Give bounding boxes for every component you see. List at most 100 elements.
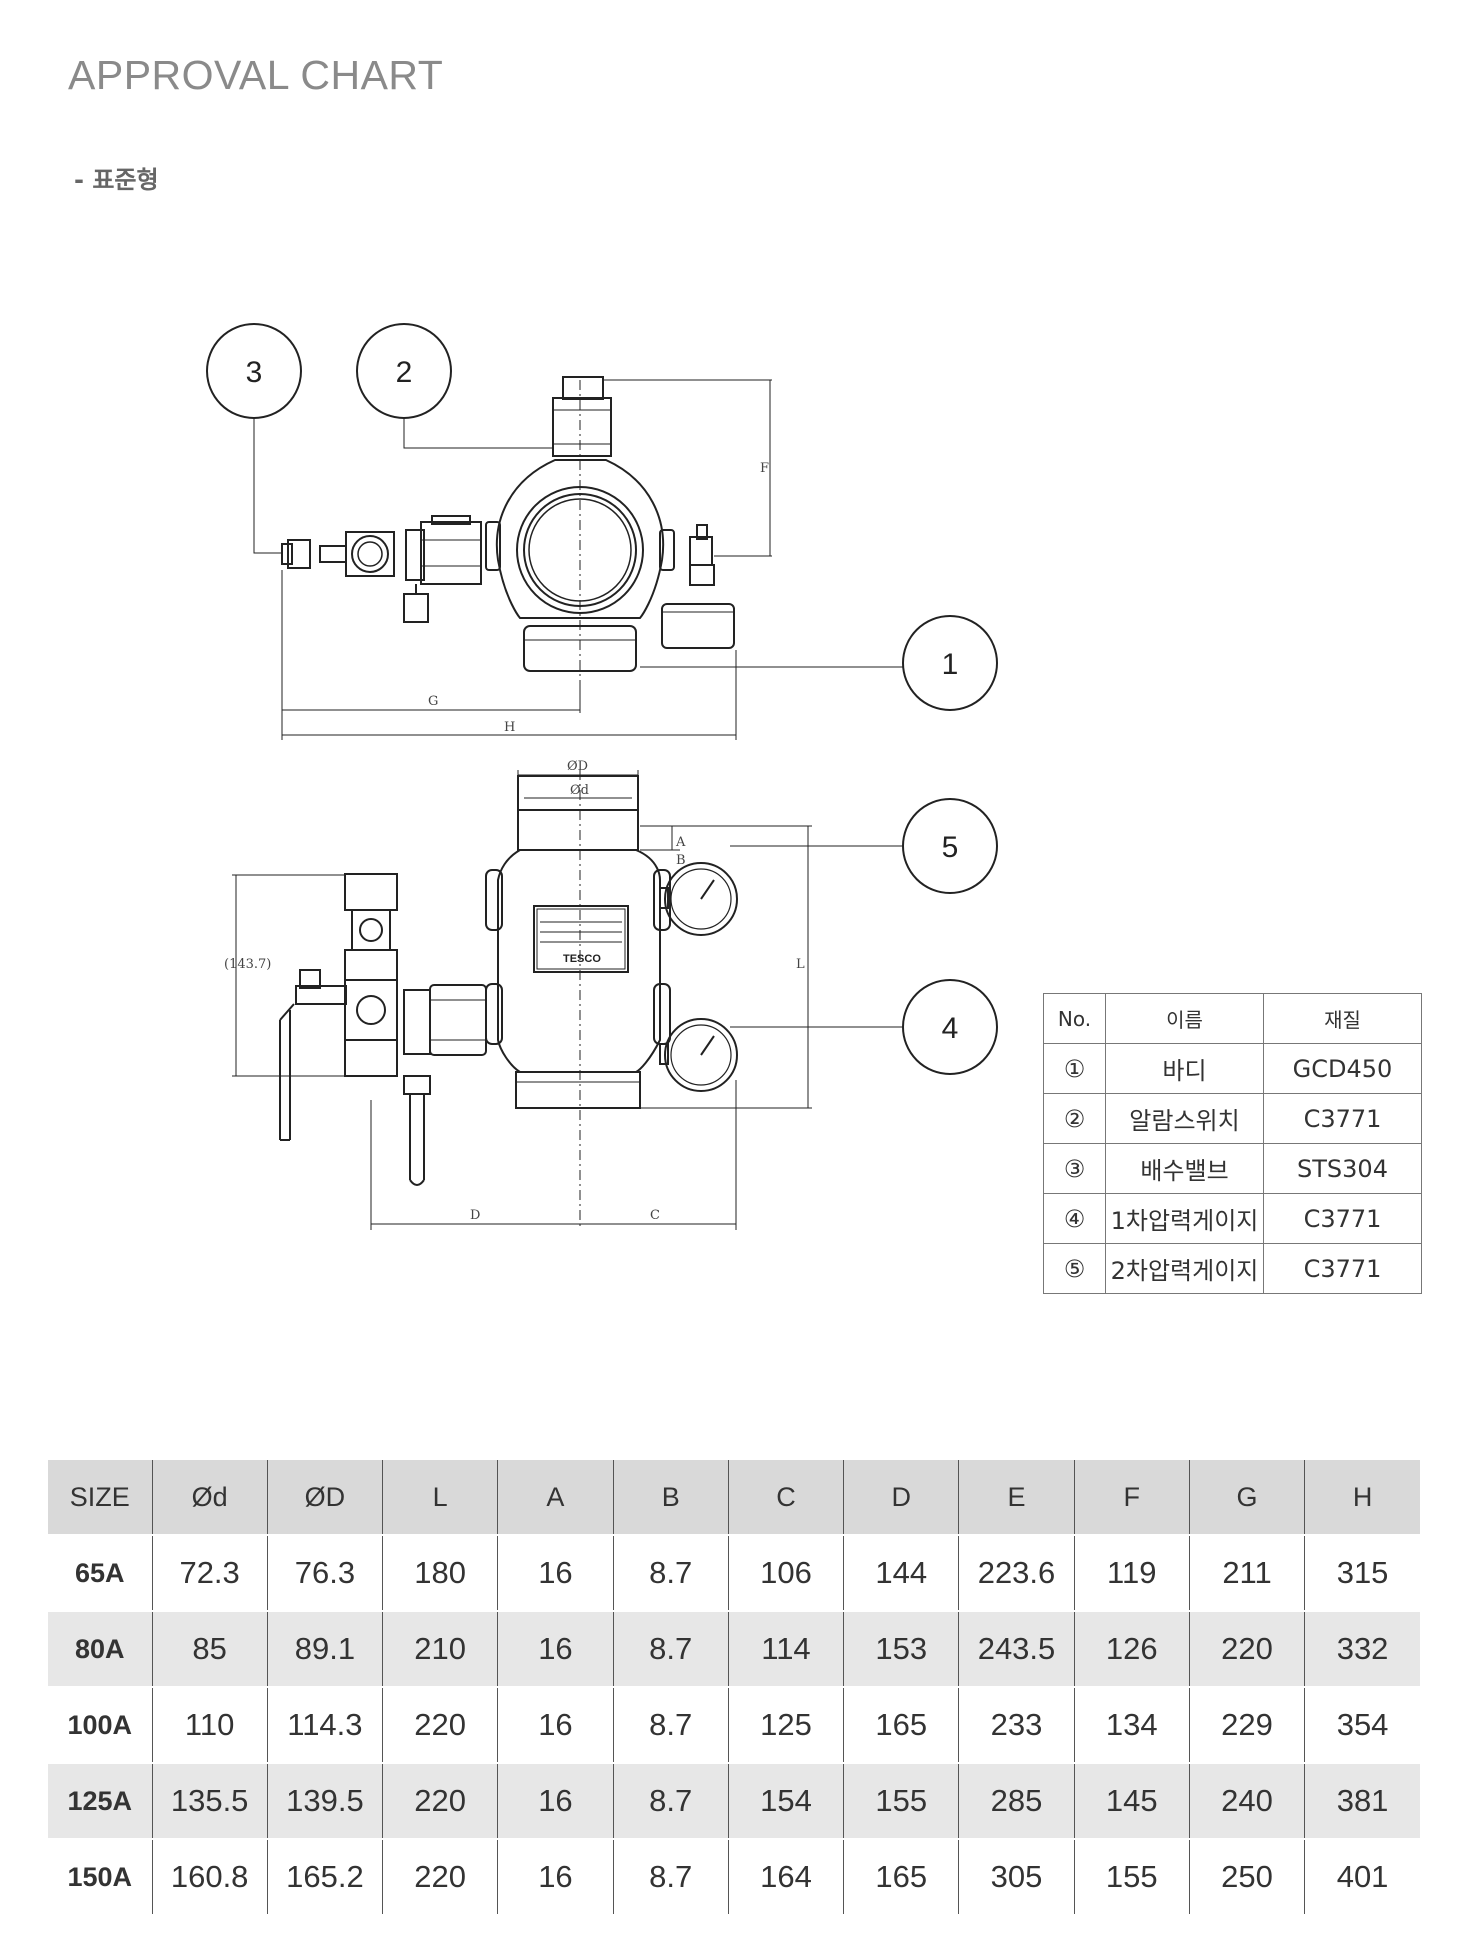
size-cell: 144 [843, 1535, 959, 1612]
size-cell: 155 [1073, 1839, 1190, 1916]
size-cell-size: 150A [48, 1839, 152, 1916]
material-row: ④ 1차압력게이지 C3771 [1043, 1193, 1422, 1244]
callouts [206, 323, 998, 1075]
front-view-dimensions [232, 770, 812, 1230]
size-cell: 285 [958, 1763, 1075, 1840]
material-name: 2차압력게이지 [1105, 1243, 1264, 1294]
size-header-c: C [727, 1460, 844, 1536]
size-cell: 220 [382, 1763, 498, 1840]
material-name: 1차압력게이지 [1105, 1193, 1264, 1244]
material-value: STS304 [1263, 1143, 1422, 1194]
material-value: C3771 [1263, 1093, 1422, 1144]
size-cell: 381 [1304, 1763, 1420, 1840]
size-cell: 125 [727, 1687, 844, 1764]
size-cell: 401 [1304, 1839, 1420, 1916]
page-title: APPROVAL CHART [68, 52, 444, 98]
size-cell: 8.7 [612, 1839, 729, 1916]
size-cell: 145 [1073, 1763, 1190, 1840]
dim-label-c: C [650, 1208, 660, 1223]
material-header-material: 재질 [1263, 993, 1422, 1044]
dim-label-b: B [676, 853, 686, 868]
size-cell: 164 [727, 1839, 844, 1916]
size-cell: 126 [1073, 1611, 1190, 1688]
size-cell: 8.7 [612, 1611, 729, 1688]
material-name: 바디 [1105, 1043, 1264, 1094]
size-cell-size: 125A [48, 1763, 152, 1840]
size-cell: 153 [843, 1611, 959, 1688]
size-cell: 315 [1304, 1535, 1420, 1612]
size-cell: 72.3 [151, 1535, 268, 1612]
dim-label-od-inner: Ød [570, 783, 589, 798]
size-cell: 220 [1188, 1611, 1305, 1688]
size-cell: 134 [1073, 1687, 1190, 1764]
size-cell: 155 [843, 1763, 959, 1840]
size-cell: 332 [1304, 1611, 1420, 1688]
material-no: ④ [1043, 1193, 1106, 1244]
valve-technical-drawing: F G H ØD Ød A B L (143.7) D C TESCO 3 2 … [206, 323, 998, 1230]
size-table: SIZE Ød ØD L A B C D E F G H 65A 72.3 76… [48, 1460, 1420, 1916]
size-cell: 16 [497, 1611, 614, 1688]
size-cell: 135.5 [151, 1763, 268, 1840]
dim-label-l: L [796, 957, 805, 972]
size-cell: 165.2 [266, 1839, 383, 1916]
size-header-a: A [497, 1460, 614, 1536]
size-cell-size: 80A [48, 1611, 152, 1688]
callout-5-number: 5 [942, 831, 959, 864]
material-value: C3771 [1263, 1243, 1422, 1294]
dim-label-d: D [470, 1208, 480, 1223]
material-value: GCD450 [1263, 1043, 1422, 1094]
size-cell: 211 [1188, 1535, 1305, 1612]
dim-label-a: A [675, 835, 686, 850]
material-name: 알람스위치 [1105, 1093, 1264, 1144]
size-cell: 240 [1188, 1763, 1305, 1840]
material-no: ③ [1043, 1143, 1106, 1194]
size-row: 150A 160.8 165.2 220 16 8.7 164 165 305 … [48, 1839, 1420, 1916]
material-no: ② [1043, 1093, 1106, 1144]
size-header-g: G [1188, 1460, 1305, 1536]
size-cell: 16 [497, 1763, 614, 1840]
material-value: C3771 [1263, 1193, 1422, 1244]
size-cell: 89.1 [266, 1611, 383, 1688]
size-cell: 85 [151, 1611, 268, 1688]
size-cell: 165 [843, 1687, 959, 1764]
material-row: ⑤ 2차압력게이지 C3771 [1043, 1243, 1422, 1294]
size-header-h: H [1304, 1460, 1420, 1536]
size-cell: 16 [497, 1839, 614, 1916]
size-cell: 354 [1304, 1687, 1420, 1764]
size-cell: 165 [843, 1839, 959, 1916]
material-header-name: 이름 [1105, 993, 1264, 1044]
top-view-dimensions [281, 379, 772, 740]
dim-label-od-outer: ØD [567, 759, 588, 774]
dim-label-height-ref: (143.7) [224, 957, 271, 972]
material-header-no: No. [1043, 993, 1106, 1044]
size-header-size: SIZE [48, 1460, 152, 1536]
dim-label-g: G [428, 694, 438, 709]
material-table: No. 이름 재질 ① 바디 GCD450 ② 알람스위치 C3771 ③ 배수… [1043, 993, 1422, 1294]
size-table-header: SIZE Ød ØD L A B C D E F G H [48, 1460, 1420, 1536]
material-row: ② 알람스위치 C3771 [1043, 1093, 1422, 1144]
size-cell: 305 [958, 1839, 1075, 1916]
material-row: ③ 배수밸브 STS304 [1043, 1143, 1422, 1194]
size-row: 65A 72.3 76.3 180 16 8.7 106 144 223.6 1… [48, 1535, 1420, 1612]
size-cell: 139.5 [266, 1763, 383, 1840]
size-cell: 250 [1188, 1839, 1305, 1916]
size-cell: 114 [727, 1611, 844, 1688]
size-cell: 119 [1073, 1535, 1190, 1612]
size-cell: 114.3 [266, 1687, 383, 1764]
dim-label-h: H [504, 720, 515, 735]
size-header-f: F [1073, 1460, 1190, 1536]
size-header-l: L [382, 1460, 498, 1536]
size-cell: 16 [497, 1687, 614, 1764]
size-row: 80A 85 89.1 210 16 8.7 114 153 243.5 126… [48, 1611, 1420, 1688]
callout-2-number: 2 [396, 356, 413, 389]
size-header-b: B [612, 1460, 729, 1536]
size-header-od-outer: ØD [266, 1460, 383, 1536]
size-cell: 233 [958, 1687, 1075, 1764]
size-cell: 160.8 [151, 1839, 268, 1916]
size-cell: 76.3 [266, 1535, 383, 1612]
size-cell: 8.7 [612, 1687, 729, 1764]
size-header-od-inner: Ød [151, 1460, 268, 1536]
size-cell: 223.6 [958, 1535, 1075, 1612]
top-view [281, 376, 735, 690]
callout-4-number: 4 [942, 1012, 959, 1045]
